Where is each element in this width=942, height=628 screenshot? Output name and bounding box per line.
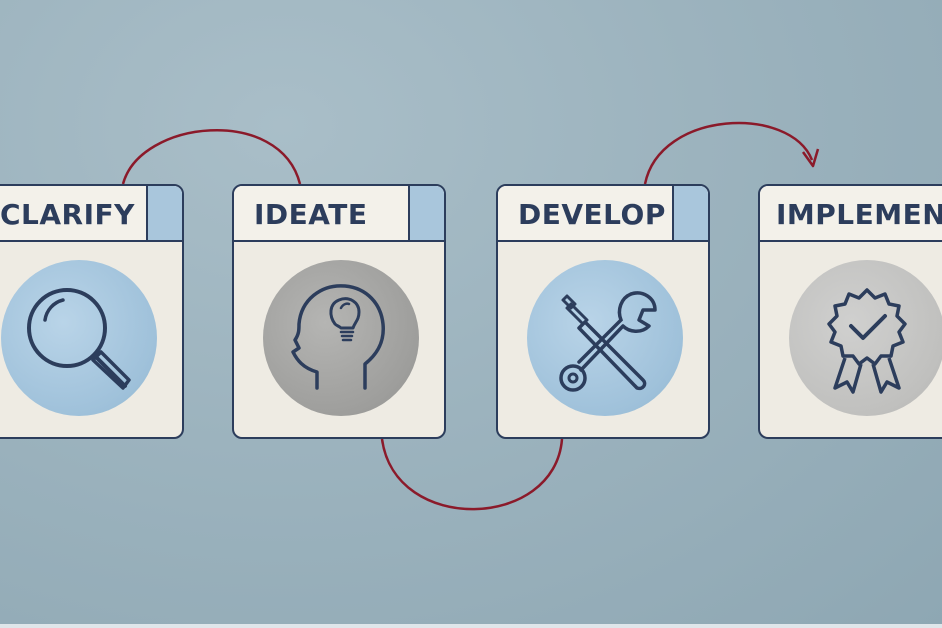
step-title: DEVELOP [518, 198, 666, 231]
icon-circle [263, 260, 419, 416]
arc-develop-implement [643, 121, 814, 185]
step-card-develop: DEVELOP [496, 184, 710, 439]
step-card-clarify: CLARIFY [0, 184, 184, 439]
icon-circle [527, 260, 683, 416]
icon-circle [789, 260, 942, 416]
step-title: IDEATE [254, 198, 368, 231]
icon-circle [1, 260, 157, 416]
arc-clarify-ideate [121, 128, 302, 185]
wrench-screwdriver-icon [559, 291, 657, 392]
magnifier-icon [27, 288, 131, 390]
card-tab [146, 186, 182, 240]
card-header: CLARIFY [0, 186, 182, 242]
bottom-strip [0, 624, 942, 628]
award-badge-check-icon [827, 288, 907, 394]
step-title: CLARIFY [0, 198, 135, 231]
card-header: IMPLEMENT [760, 186, 942, 242]
step-title: IMPLEMENT [776, 198, 942, 231]
card-tab [408, 186, 444, 240]
card-tab [672, 186, 708, 240]
arc-ideate-develop [380, 438, 564, 511]
arrowhead [801, 148, 820, 168]
card-header: IDEATE [234, 186, 444, 242]
head-lightbulb-icon [291, 284, 385, 390]
step-card-implement: IMPLEMENT [758, 184, 942, 439]
step-card-ideate: IDEATE [232, 184, 446, 439]
card-header: DEVELOP [498, 186, 708, 242]
